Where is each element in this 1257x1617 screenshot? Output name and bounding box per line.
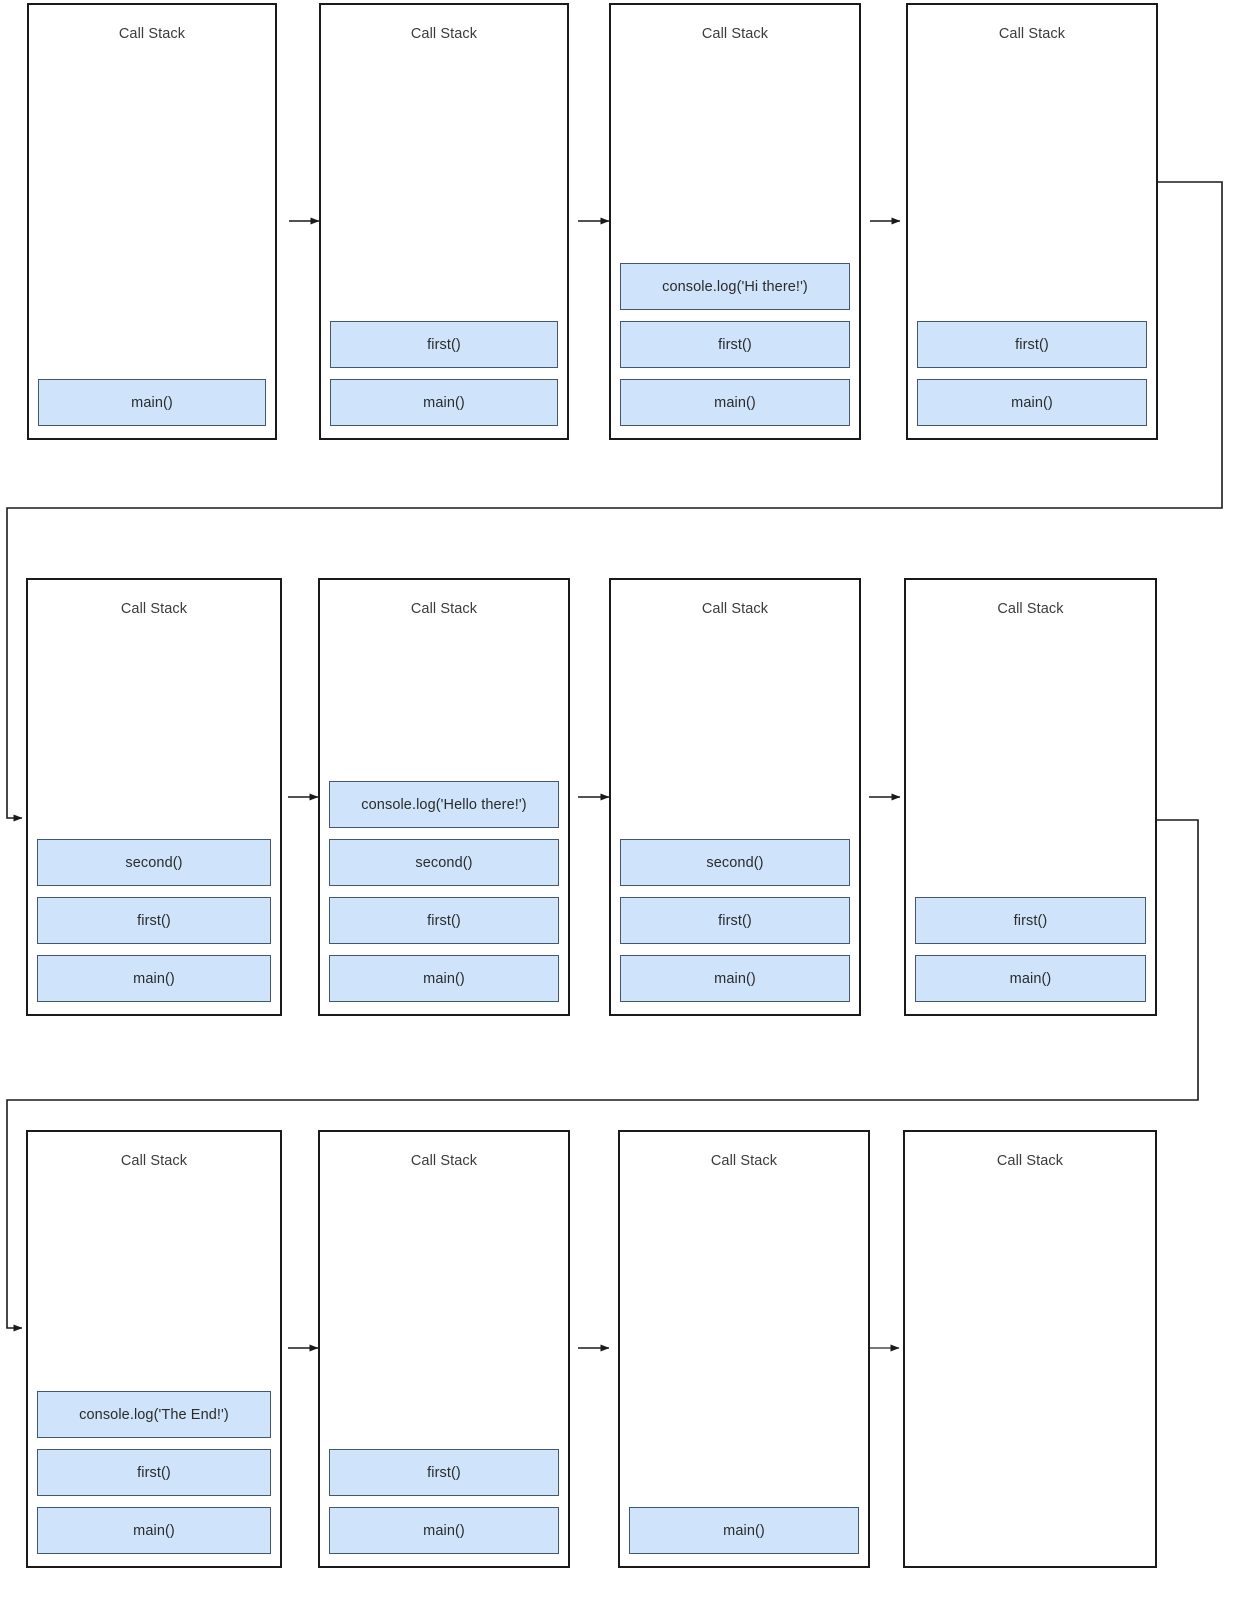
panel-title: Call Stack [118,26,186,42]
panel-title: Call Stack [701,601,769,617]
stack-frames: first() main() [320,1169,568,1567]
stack-frames: first() main() [321,42,567,439]
call-stack-panel: Call Stack first() main() [904,578,1157,1016]
stack-frame[interactable]: second() [37,839,271,886]
stack-frame[interactable]: first() [329,897,559,944]
stack-frame[interactable]: main() [917,379,1147,426]
call-stack-panel: Call Stack first() main() [906,3,1158,440]
stack-frame[interactable]: main() [620,955,850,1002]
stack-frame[interactable]: main() [620,379,850,426]
stack-frames [905,1169,1155,1567]
stack-frames: second() first() main() [611,617,859,1015]
stack-frame[interactable]: main() [37,1507,271,1554]
panel-title: Call Stack [120,601,188,617]
stack-frame[interactable]: first() [37,897,271,944]
panel-title: Call Stack [410,601,478,617]
panel-title: Call Stack [997,601,1064,617]
stack-frames: main() [29,42,275,439]
stack-frame[interactable]: first() [329,1449,559,1496]
call-stack-panel: Call Stack second() first() main() [609,578,861,1016]
stack-frame[interactable]: first() [37,1449,271,1496]
stack-frames: second() first() main() [28,617,280,1015]
stack-frame[interactable]: main() [329,955,559,1002]
stack-frame[interactable]: main() [330,379,558,426]
stack-frame[interactable]: console.log('The End!') [37,1391,271,1438]
stack-frame[interactable]: main() [915,955,1146,1002]
stack-frame[interactable]: main() [629,1507,859,1554]
panel-title: Call Stack [120,1153,188,1169]
stack-frame[interactable]: first() [330,321,558,368]
panel-title: Call Stack [996,1153,1064,1169]
call-stack-panel: Call Stack console.log('Hello there!') s… [318,578,570,1016]
stack-frames: console.log('Hi there!') first() main() [611,42,859,439]
stack-frame[interactable]: second() [620,839,850,886]
stack-frames: first() main() [906,617,1155,1015]
call-stack-panel: Call Stack main() [618,1130,870,1568]
stack-frame[interactable]: first() [915,897,1146,944]
stack-frames: console.log('The End!') first() main() [28,1169,280,1567]
call-stack-panel: Call Stack first() main() [319,3,569,440]
stack-frame[interactable]: console.log('Hi there!') [620,263,850,310]
call-stack-panel: Call Stack main() [27,3,277,440]
stack-frames: main() [620,1169,868,1567]
call-stack-panel: Call Stack console.log('The End!') first… [26,1130,282,1568]
panel-title: Call Stack [410,1153,478,1169]
stack-frames: first() main() [908,42,1156,439]
stack-frame[interactable]: main() [329,1507,559,1554]
panel-title: Call Stack [701,26,769,42]
panel-title: Call Stack [998,26,1066,42]
stack-frames: console.log('Hello there!') second() fir… [320,617,568,1015]
panel-title: Call Stack [710,1153,778,1169]
stack-frame[interactable]: first() [620,897,850,944]
stack-frame[interactable]: console.log('Hello there!') [329,781,559,828]
stack-frame[interactable]: second() [329,839,559,886]
call-stack-panel: Call Stack [903,1130,1157,1568]
stack-frame[interactable]: first() [917,321,1147,368]
call-stack-panel: Call Stack first() main() [318,1130,570,1568]
call-stack-panel: Call Stack second() first() main() [26,578,282,1016]
stack-frame[interactable]: first() [620,321,850,368]
call-stack-panel: Call Stack console.log('Hi there!') firs… [609,3,861,440]
stack-frame[interactable]: main() [38,379,266,426]
panel-title: Call Stack [410,26,478,42]
stack-frame[interactable]: main() [37,955,271,1002]
